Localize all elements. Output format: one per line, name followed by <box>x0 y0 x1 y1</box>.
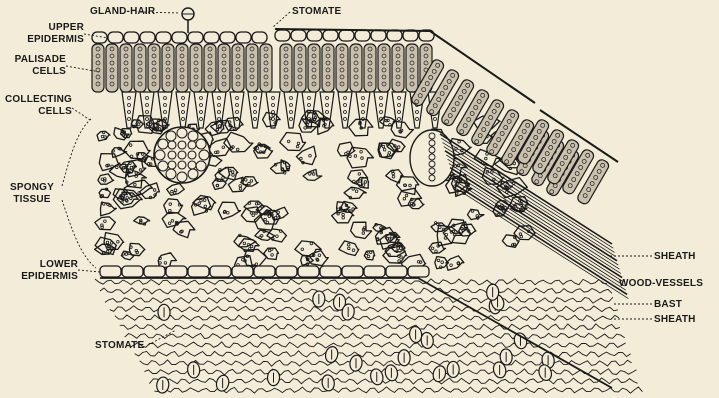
spongy-tissue-cells <box>95 110 535 273</box>
label-palisade-cells-line2: CELLS <box>0 66 66 78</box>
label-stomate-top: STOMATE <box>292 6 341 18</box>
label-lower-epidermis: LOWER EPIDERMIS <box>0 259 78 283</box>
label-palisade-cells: PALISADE CELLS <box>0 54 66 78</box>
label-sheath-lower: SHEATH <box>654 314 696 326</box>
label-upper-epidermis-line1: UPPER <box>0 22 84 34</box>
label-collecting-cells-line1: COLLECTING <box>0 94 72 106</box>
label-spongy-tissue-line2: TISSUE <box>2 194 62 206</box>
label-collecting-cells: COLLECTING CELLS <box>0 94 72 118</box>
label-palisade-cells-line1: PALISADE <box>0 54 66 66</box>
label-spongy-tissue-line1: SPONGY <box>2 182 62 194</box>
label-lower-epidermis-line1: LOWER <box>0 259 78 271</box>
label-spongy-tissue: SPONGY TISSUE <box>2 182 62 206</box>
label-upper-epidermis: UPPER EPIDERMIS <box>0 22 84 46</box>
label-collecting-cells-line2: CELLS <box>0 106 72 118</box>
label-gland-hair: GLAND-HAIR <box>90 6 155 18</box>
lower-leaf-surface <box>95 279 642 394</box>
label-upper-epidermis-line2: EPIDERMIS <box>0 34 84 46</box>
label-sheath-upper: SHEATH <box>654 251 696 263</box>
gland-hair-drawing <box>182 8 194 33</box>
label-bast: BAST <box>654 299 682 311</box>
vascular-bundle <box>154 127 210 183</box>
label-wood-vessels: WOOD-VESSELS <box>619 278 703 290</box>
label-lower-epidermis-line2: EPIDERMIS <box>0 271 78 283</box>
label-stomate-bottom: STOMATE <box>95 340 144 352</box>
